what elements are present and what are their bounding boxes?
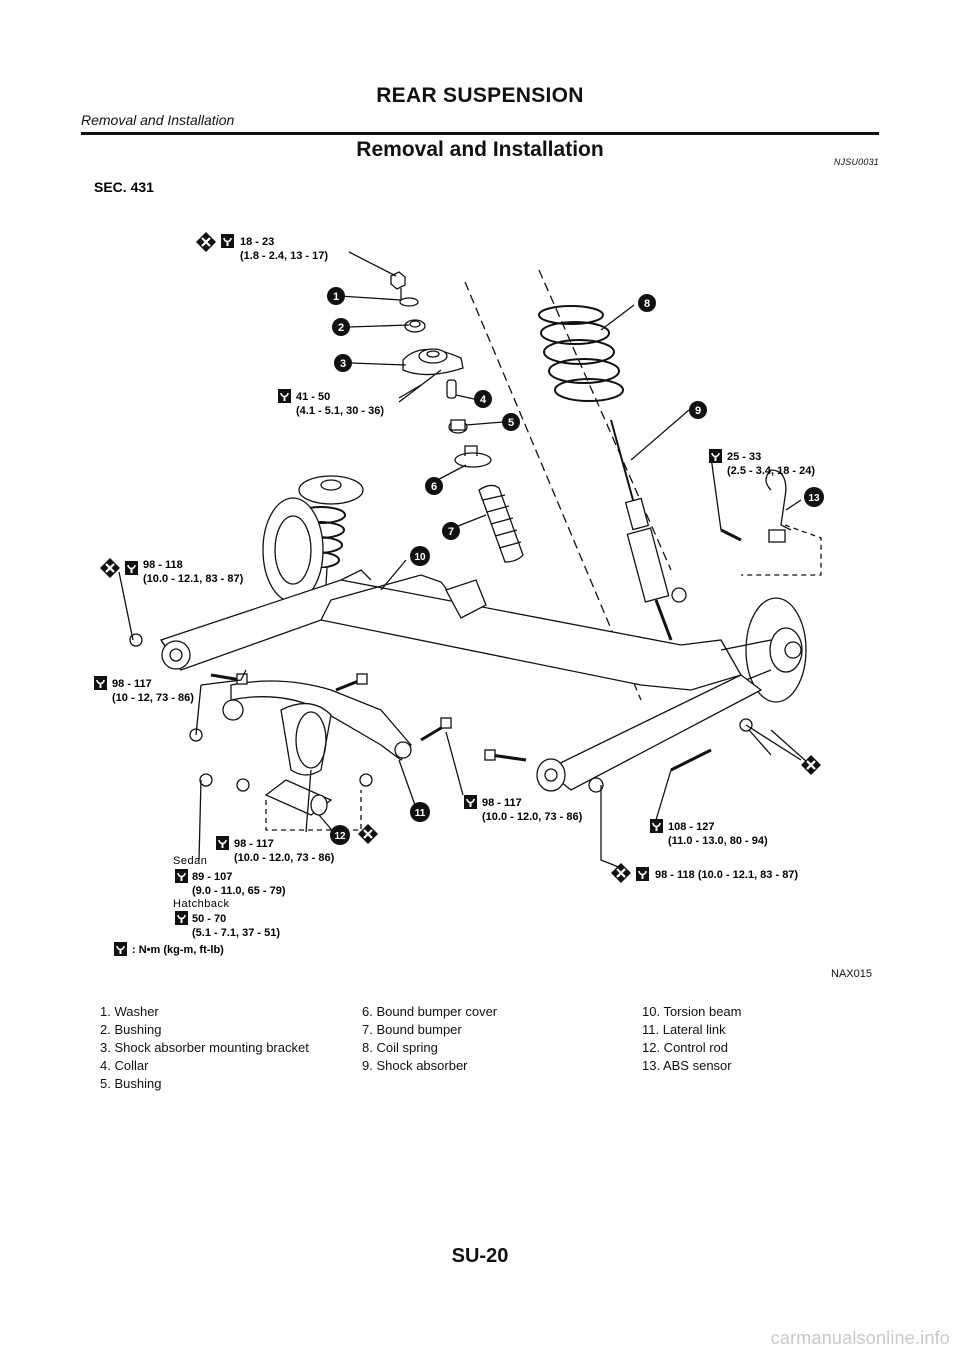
legend-item: 12. Control rod xyxy=(642,1040,728,1055)
svg-text:7: 7 xyxy=(448,526,454,538)
svg-text:8: 8 xyxy=(644,298,650,310)
svg-text:12: 12 xyxy=(334,831,346,842)
header-rule xyxy=(81,132,879,135)
legend-item: 11. Lateral link xyxy=(642,1022,726,1037)
legend-item: 7. Bound bumper xyxy=(362,1022,462,1037)
torque-4-imperial: (10.0 - 12.1, 83 - 87) xyxy=(143,573,244,585)
callout-11: 11 xyxy=(410,802,430,822)
legend-item: 6. Bound bumper cover xyxy=(362,1004,498,1019)
torque-5-value: 98 - 117 xyxy=(112,678,152,690)
discard-icon xyxy=(609,861,633,885)
legend-item: 8. Coil spring xyxy=(362,1040,438,1055)
header-subtitle: Removal and Installation xyxy=(81,112,235,128)
torque-wrench-icon xyxy=(215,835,230,851)
discard-icon xyxy=(799,753,823,777)
section-code: NJSU0031 xyxy=(833,157,879,167)
torque-3-imperial: (2.5 - 3.4, 18 - 24) xyxy=(727,465,815,477)
torque-wrench-icon xyxy=(124,560,139,576)
svg-text:3: 3 xyxy=(340,358,346,370)
callouts: 1 2 3 4 5 6 7 8 9 10 11 12 13 xyxy=(327,287,824,845)
figure-code: NAX015 xyxy=(831,968,872,980)
callout-5: 5 xyxy=(502,413,520,431)
legend-item: 1. Washer xyxy=(100,1004,159,1019)
torque-1-imperial: (1.8 - 2.4, 13 - 17) xyxy=(240,250,328,262)
legend-item: 4. Collar xyxy=(100,1058,149,1073)
torque-4-value: 98 - 118 xyxy=(143,559,183,571)
torque-5-imperial: (10 - 12, 73 - 86) xyxy=(112,692,194,704)
svg-text:2: 2 xyxy=(338,322,344,334)
torque-1-value: 18 - 23 xyxy=(240,236,274,248)
legend-item: 10. Torsion beam xyxy=(642,1004,742,1019)
torque-wrench-icon xyxy=(174,868,189,884)
torque-3-value: 25 - 33 xyxy=(727,451,761,463)
torque-11-imperial: (5.1 - 7.1, 37 - 51) xyxy=(192,927,280,939)
torque-7-value: 98 - 117 xyxy=(234,838,274,850)
callout-6: 6 xyxy=(425,477,443,495)
callout-10: 10 xyxy=(410,546,430,566)
parts-legend-column-3: 10. Torsion beam 11. Lateral link 12. Co… xyxy=(642,1003,742,1075)
callout-2: 2 xyxy=(332,318,350,336)
svg-text:6: 6 xyxy=(431,481,437,493)
discard-icon xyxy=(194,230,218,254)
legend-item: 13. ABS sensor xyxy=(642,1058,732,1073)
header-title: REAR SUSPENSION xyxy=(376,84,584,107)
torque-wrench-icon xyxy=(649,818,664,834)
torque-wrench-icon xyxy=(93,675,108,691)
callout-13: 13 xyxy=(804,487,824,507)
torque-2-value: 41 - 50 xyxy=(296,391,330,403)
torque-7-imperial: (10.0 - 12.0, 73 - 86) xyxy=(234,852,335,864)
svg-text:9: 9 xyxy=(695,405,701,417)
torque-9-value: 98 - 118 (10.0 - 12.1, 83 - 87) xyxy=(655,869,798,881)
torque-wrench-icon xyxy=(708,448,723,464)
torque-6-imperial: (10.0 - 12.0, 73 - 86) xyxy=(482,811,583,823)
svg-text:4: 4 xyxy=(480,394,487,406)
svg-text:10: 10 xyxy=(414,552,426,563)
torque-8-imperial: (11.0 - 13.0, 80 - 94) xyxy=(668,835,768,847)
legend-item: 5. Bushing xyxy=(100,1076,162,1091)
callout-1: 1 xyxy=(327,287,345,305)
callout-4: 4 xyxy=(474,390,492,408)
torque-wrench-icon xyxy=(635,866,650,882)
legend-item: 3. Shock absorber mounting bracket xyxy=(100,1040,309,1055)
svg-text:1: 1 xyxy=(333,291,339,303)
parts-drawing xyxy=(118,251,822,871)
torque-11-value: 50 - 70 xyxy=(192,913,226,925)
torque-10-imperial: (9.0 - 11.0, 65 - 79) xyxy=(192,885,286,897)
hatchback-label: Hatchback xyxy=(173,898,229,910)
svg-text:11: 11 xyxy=(415,808,426,819)
svg-text:5: 5 xyxy=(508,417,514,429)
suspension-diagram: SEC. 431 xyxy=(81,170,879,975)
torque-6-value: 98 - 117 xyxy=(482,797,522,809)
discard-icon xyxy=(98,556,122,580)
torque-wrench-icon xyxy=(463,794,478,810)
torque-wrench-icon xyxy=(277,388,292,404)
torque-wrench-icon xyxy=(220,233,235,249)
torque-wrench-icon xyxy=(174,910,189,926)
sedan-label: Sedan xyxy=(173,855,207,867)
legend-item: 2. Bushing xyxy=(100,1022,162,1037)
torque-10-value: 89 - 107 xyxy=(192,871,232,883)
page-title: Removal and Installation xyxy=(356,138,604,161)
torque-unit-legend: : N•m (kg-m, ft-lb) xyxy=(132,944,224,956)
callout-9: 9 xyxy=(689,401,707,419)
callout-3: 3 xyxy=(334,354,352,372)
callout-12: 12 xyxy=(330,825,350,845)
callout-8: 8 xyxy=(638,294,656,312)
watermark: carmanualsonline.info xyxy=(770,1328,950,1348)
torque-wrench-icon xyxy=(113,941,128,957)
parts-legend-column-2: 6. Bound bumper cover 7. Bound bumper 8.… xyxy=(362,1003,497,1075)
legend-item: 9. Shock absorber xyxy=(362,1058,468,1073)
torque-2-imperial: (4.1 - 5.1, 30 - 36) xyxy=(296,405,384,417)
svg-text:13: 13 xyxy=(808,493,820,504)
parts-legend-column-1: 1. Washer 2. Bushing 3. Shock absorber m… xyxy=(100,1003,309,1093)
torque-8-value: 108 - 127 xyxy=(668,821,714,833)
callout-7: 7 xyxy=(442,522,460,540)
torque-specs: 18 - 23 (1.8 - 2.4, 13 - 17) 41 - 50 (4.… xyxy=(93,230,823,957)
page-number: SU-20 xyxy=(451,1245,509,1267)
sec-label: SEC. 431 xyxy=(94,179,154,195)
